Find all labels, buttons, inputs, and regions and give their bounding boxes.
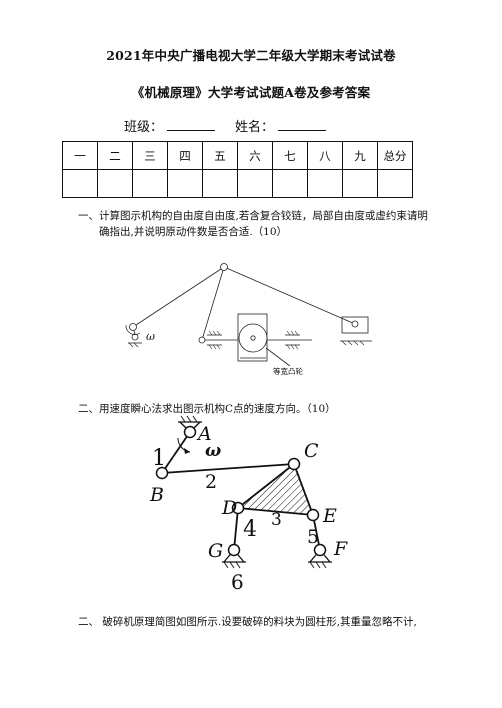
score-value-row bbox=[62, 169, 413, 198]
name-label: 姓名： bbox=[235, 120, 275, 135]
score-cell[interactable] bbox=[62, 169, 98, 198]
student-info-line: 班级： 姓名： bbox=[124, 116, 327, 135]
figure-1-omega: ω bbox=[146, 330, 155, 343]
score-cell[interactable] bbox=[167, 169, 203, 198]
score-table: 一 二 三 四 五 六 七 八 九 总分 bbox=[62, 141, 413, 198]
score-cell[interactable] bbox=[202, 169, 238, 198]
figure-2-label-2: 2 bbox=[205, 471, 218, 493]
figure-2-omega: ω bbox=[205, 441, 222, 461]
figure-2-label-F: F bbox=[334, 538, 348, 560]
score-header-cell: 六 bbox=[237, 141, 273, 170]
figure-2-label-C: C bbox=[304, 440, 319, 462]
figure-2-label-1: 1 bbox=[152, 446, 166, 471]
exam-subtitle: 《机械原理》大学考试试题A卷及参考答案 bbox=[131, 85, 371, 100]
score-header-row: 一 二 三 四 五 六 七 八 九 总分 bbox=[62, 141, 413, 170]
exam-title: 2021年中央广播电视大学二年级大学期末考试试卷 bbox=[106, 48, 396, 63]
figure-2-label-6: 6 bbox=[231, 570, 244, 594]
figure-2-label-A: A bbox=[198, 423, 212, 445]
question-2: 二、用速度瞬心法求出图示机构C点的速度方向。（10） bbox=[78, 403, 336, 415]
score-header-cell: 四 bbox=[167, 141, 203, 170]
figure-2-label-3: 3 bbox=[271, 510, 282, 530]
figure-2-label-G: G bbox=[208, 540, 224, 562]
score-cell[interactable] bbox=[342, 169, 378, 198]
class-label: 班级： bbox=[124, 120, 164, 135]
figure-2-label-4: 4 bbox=[243, 517, 257, 542]
score-cell[interactable] bbox=[307, 169, 343, 198]
score-cell[interactable] bbox=[377, 169, 413, 198]
figure-2-label-D: D bbox=[222, 497, 238, 519]
score-header-cell: 一 bbox=[62, 141, 98, 170]
figure-2-label-B: B bbox=[150, 484, 164, 506]
figure-2-label-5: 5 bbox=[307, 526, 320, 548]
score-header-cell: 八 bbox=[307, 141, 343, 170]
question-1: 一、计算图示机构的自由度自由度,若含复合铰链，局部自由度或虚约束请明 确指出,并… bbox=[78, 208, 438, 240]
score-header-cell: 二 bbox=[97, 141, 133, 170]
score-header-cell: 总分 bbox=[377, 141, 413, 170]
score-header-cell: 三 bbox=[132, 141, 168, 170]
score-header-cell: 九 bbox=[342, 141, 378, 170]
score-header-cell: 五 bbox=[202, 141, 238, 170]
score-cell[interactable] bbox=[237, 169, 273, 198]
figure-1-cam-label: 等宽凸轮 bbox=[273, 367, 303, 376]
class-blank[interactable] bbox=[167, 118, 216, 131]
question-3: 二、 破碎机原理简图如图所示.设要破碎的料块为圆柱形,其重量忽略不计, bbox=[78, 616, 417, 628]
score-cell[interactable] bbox=[132, 169, 168, 198]
question-1-line-1: 一、计算图示机构的自由度自由度,若含复合铰链，局部自由度或虚约束请明 bbox=[78, 210, 428, 222]
name-blank[interactable] bbox=[278, 118, 327, 131]
figure-2-label-E: E bbox=[323, 505, 337, 527]
figure-2-hatched-link bbox=[235, 462, 315, 517]
question-1-line-2: 确指出,并说明原动件数是否合适.（10） bbox=[99, 226, 288, 238]
score-cell[interactable] bbox=[272, 169, 308, 198]
score-header-cell: 七 bbox=[272, 141, 308, 170]
score-cell[interactable] bbox=[97, 169, 133, 198]
